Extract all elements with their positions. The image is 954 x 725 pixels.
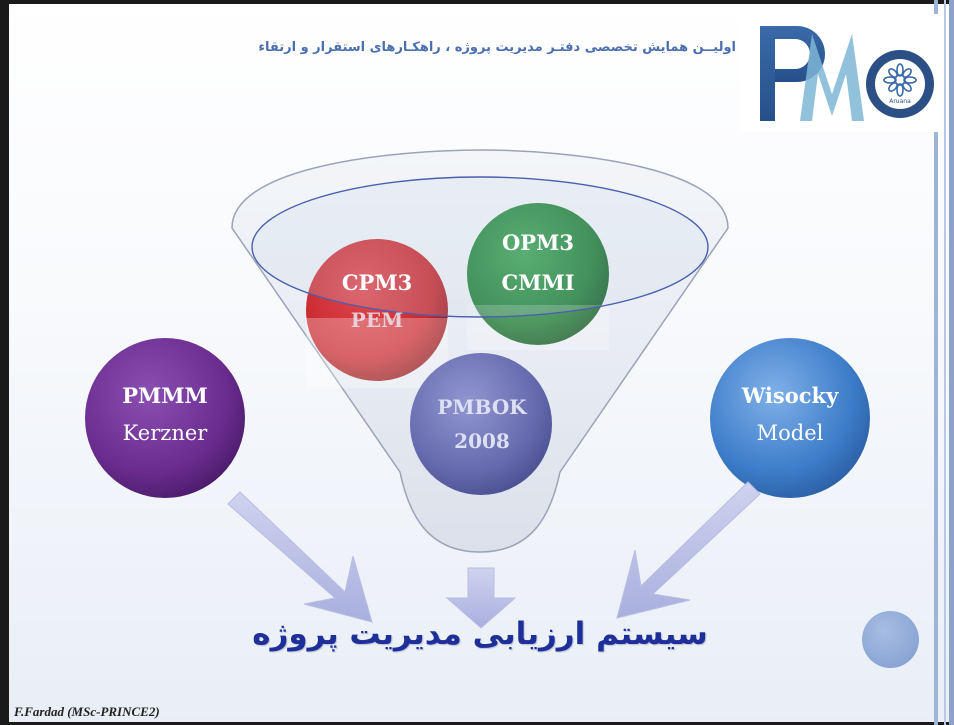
logo-flower-icon [883, 63, 917, 97]
arrow-left-icon [227, 491, 373, 623]
green-circle-line1: OPM3 [502, 230, 574, 255]
right-circle [710, 338, 870, 498]
arrow-down-icon [445, 567, 517, 629]
pmo-logo: Aruana [740, 14, 940, 132]
funnel-rim [251, 176, 709, 318]
decorative-circle [862, 611, 919, 668]
slide-border-top [0, 0, 954, 4]
right-circle-line2: Model [757, 421, 824, 445]
author-footer: F.Fardad (MSc-PRINCE2) [14, 704, 160, 719]
slide-border-bottom [0, 722, 954, 725]
left-circle [85, 338, 245, 498]
right-rail-edge [949, 0, 954, 725]
logo-caption: Aruana [889, 98, 911, 105]
logo-p-stem [760, 26, 775, 121]
green-circle-line2: CMMI [501, 270, 574, 295]
logo-m [800, 34, 864, 121]
funnel-circle-slate [410, 353, 552, 495]
left-circle-line2: Kerzner [123, 421, 209, 445]
conference-tagline: اولیــن همایش تخصصی دفتـر مدیریت پروژه ،… [258, 40, 736, 55]
right-rail [934, 0, 938, 725]
red-circle-line2: PEM [351, 308, 403, 332]
left-circle-line1: PMMM [122, 383, 208, 408]
slide-border-left [0, 0, 9, 725]
slate-circle-line1: PMBOK [437, 395, 527, 419]
slate-circle-line2: 2008 [454, 429, 510, 453]
right-circle-line1: Wisocky [741, 383, 839, 408]
funnel-circle-green [467, 203, 609, 350]
main-title: سیستم ارزیابی مدیریت پروژه [252, 616, 708, 652]
red-circle-line1: CPM3 [342, 270, 412, 295]
right-rail-thin [944, 0, 946, 725]
arrow-right-icon [616, 481, 761, 619]
